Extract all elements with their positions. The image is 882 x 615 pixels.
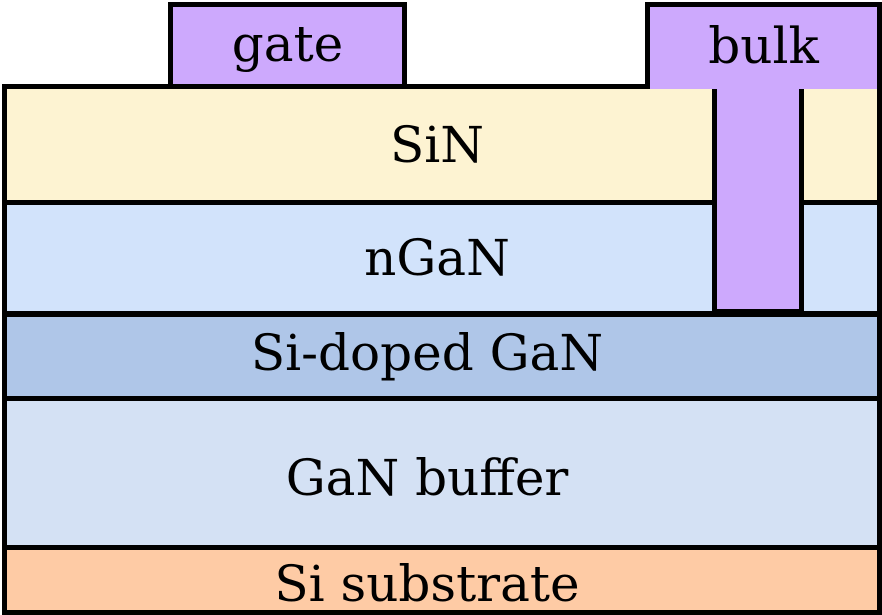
bulk-contact: bulk — [645, 2, 882, 89]
layer-label: nGaN — [364, 229, 510, 287]
layer-si-substrate: Si substrate — [2, 545, 882, 615]
layer-gan-buffer: GaN buffer — [2, 396, 882, 550]
bulk-contact-joint — [717, 84, 799, 94]
layer-label: GaN buffer — [285, 449, 569, 507]
layer-label: Si-doped GaN — [250, 323, 604, 382]
layer-label: Si substrate — [274, 555, 580, 613]
layer-si-doped-gan: Si-doped GaN — [2, 311, 882, 401]
contact-label: gate — [231, 14, 344, 73]
gate-contact: gate — [168, 2, 407, 89]
bulk-contact-via — [712, 84, 804, 314]
contact-label: bulk — [708, 17, 819, 75]
layer-label: SiN — [390, 115, 484, 174]
